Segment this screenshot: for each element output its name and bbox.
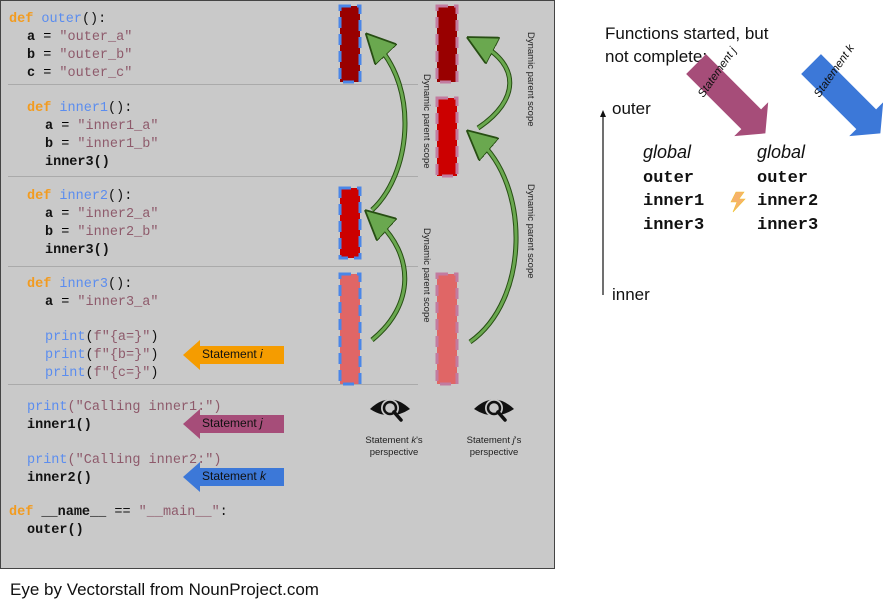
eye-magnifier-icon	[370, 399, 410, 422]
outer-inner-axis	[600, 110, 606, 295]
k-outer-frame	[338, 4, 362, 84]
j-arrow-inner1-to-outer-fill	[477, 42, 512, 130]
print-calling-inner1: print("Calling inner1:")	[27, 400, 222, 415]
outer-def-line: def outer():	[9, 12, 107, 27]
scope-label-j-top: Dynamic parent scope	[525, 32, 536, 127]
k-inner3-frame	[338, 272, 362, 386]
eye-magnifier-icon	[474, 399, 514, 422]
call-inner1: inner1()	[27, 418, 92, 433]
print-a: print(f"{a=}")	[45, 330, 159, 345]
print-b: print(f"{b=}")	[45, 348, 159, 363]
inner3-assign-a: a = "inner3_a"	[45, 295, 159, 310]
statement-i-arrow	[183, 340, 284, 370]
j-inner3-frame	[435, 272, 459, 386]
statement-k-label: Statement k	[202, 469, 267, 483]
statement-j-label: Statement j	[202, 416, 263, 430]
scope-diagram	[338, 4, 519, 386]
inner2-def-line: def inner2():	[27, 189, 133, 204]
inner1-def-line: def inner1():	[27, 101, 133, 116]
inner2-assign-a: a = "inner2_a"	[45, 207, 159, 222]
inner2-assign-b: b = "inner2_b"	[45, 225, 159, 240]
call-inner2: inner2()	[27, 471, 92, 486]
j-inner1-frame	[435, 96, 459, 178]
inner3-def-line: def inner3():	[27, 277, 133, 292]
print-calling-inner2: print("Calling inner2:")	[27, 453, 222, 468]
statement-j-arrow	[183, 409, 284, 439]
axis-inner-label: inner	[612, 285, 650, 304]
inner2-call-inner3: inner3()	[45, 243, 110, 258]
scope-label-k-bottom: Dynamic parent scope	[421, 228, 432, 323]
heading-line-1: Functions started, but	[605, 24, 769, 43]
k-inner2-frame	[338, 186, 362, 260]
statement-k-diagonal-arrow	[801, 54, 883, 137]
j-arrow-inner3-to-inner1	[470, 140, 519, 345]
separator	[8, 384, 418, 385]
k-arrow-inner3-to-inner2-fill	[371, 218, 407, 342]
main-guard-line: def __name__ == "__main__":	[9, 505, 228, 520]
separator	[8, 176, 418, 177]
axis-outer-label: outer	[612, 99, 651, 118]
statement-j-diagonal-arrow	[686, 54, 769, 137]
separator	[8, 84, 418, 85]
j-arrow-inner3-to-inner1-fill	[469, 138, 518, 344]
print-c: print(f"{c=}")	[45, 366, 159, 381]
scope-label-k-top: Dynamic parent scope	[421, 74, 432, 169]
main-call-outer: outer()	[27, 523, 84, 538]
inner1-assign-b: b = "inner1_b"	[45, 137, 159, 152]
inner1-assign-a: a = "inner1_a"	[45, 119, 159, 134]
outer-assign-c: c = "outer_c"	[27, 66, 133, 81]
scope-label-j-bottom: Dynamic parent scope	[525, 184, 536, 279]
call-stack-j: global outer inner1 inner3	[643, 142, 705, 235]
icon-credit: Eye by Vectorstall from NounProject.com	[10, 580, 319, 599]
outer-assign-a: a = "outer_a"	[27, 30, 133, 45]
lightning-icon	[730, 191, 746, 213]
outer-assign-b: b = "outer_b"	[27, 48, 133, 63]
k-arrow-inner2-to-outer-fill	[370, 42, 407, 212]
separator	[8, 266, 418, 267]
heading-line-2: not complete:	[605, 47, 708, 66]
j-outer-frame	[435, 4, 459, 84]
statement-k-arrow	[183, 462, 284, 492]
statement-i-label: Statement i	[202, 347, 263, 361]
k-arrow-inner2-to-outer	[372, 44, 408, 212]
call-stack-k: global outer inner2 inner3	[757, 142, 819, 235]
inner1-call-inner3: inner3()	[45, 155, 110, 170]
